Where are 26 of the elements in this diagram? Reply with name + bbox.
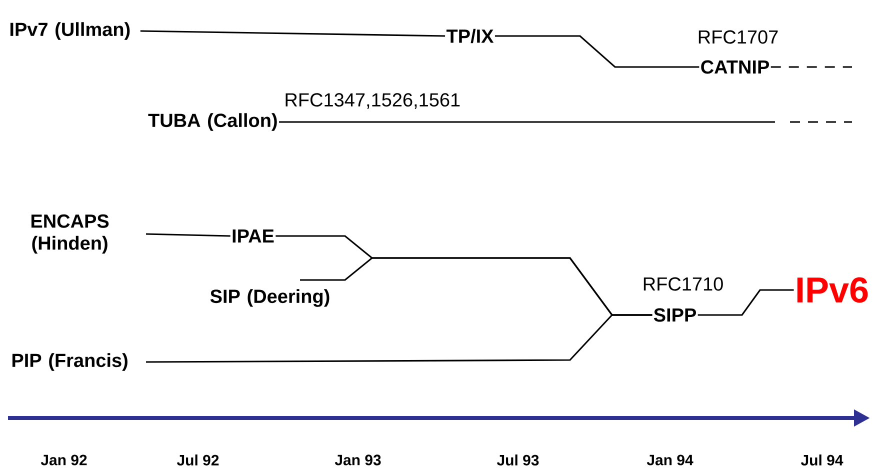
lineage-line — [698, 289, 794, 316]
lineage-line — [770, 66, 852, 68]
date-label: Jan 93 — [334, 454, 381, 466]
date-label: Jul 93 — [496, 454, 539, 466]
protocol-label: CATNIP — [701, 60, 769, 74]
protocol-label: TP/IX — [446, 28, 494, 44]
protocol-label: PIP (Francis) — [12, 353, 128, 371]
date-label: Jan 94 — [646, 454, 694, 466]
lineage-line — [146, 314, 652, 363]
protocol-label: IPv7 (Ullman) — [10, 22, 130, 40]
protocol-label: ENCAPS (Hinden) — [31, 214, 109, 254]
protocol-label: IPAE — [232, 229, 274, 243]
date-label: Jul 92 — [176, 454, 219, 466]
version-label: IPv6 — [797, 277, 868, 303]
lineage-line — [494, 35, 700, 68]
date-label: Jan 92 — [40, 454, 87, 466]
protocol-label: TUBA (Callon) — [148, 113, 277, 131]
rfc-label: RFC1347,1526,1561 — [286, 93, 460, 109]
lineage-line — [279, 121, 852, 123]
date-label: Jul 94 — [800, 454, 844, 466]
lineage-line — [146, 233, 230, 237]
rfc-label: RFC1710 — [644, 277, 723, 291]
lineage-line — [140, 30, 446, 37]
protocol-label: SIP (Deering) — [210, 289, 330, 307]
protocol-label: SIPP — [654, 308, 696, 322]
rfc-label: RFC1707 — [698, 30, 778, 44]
